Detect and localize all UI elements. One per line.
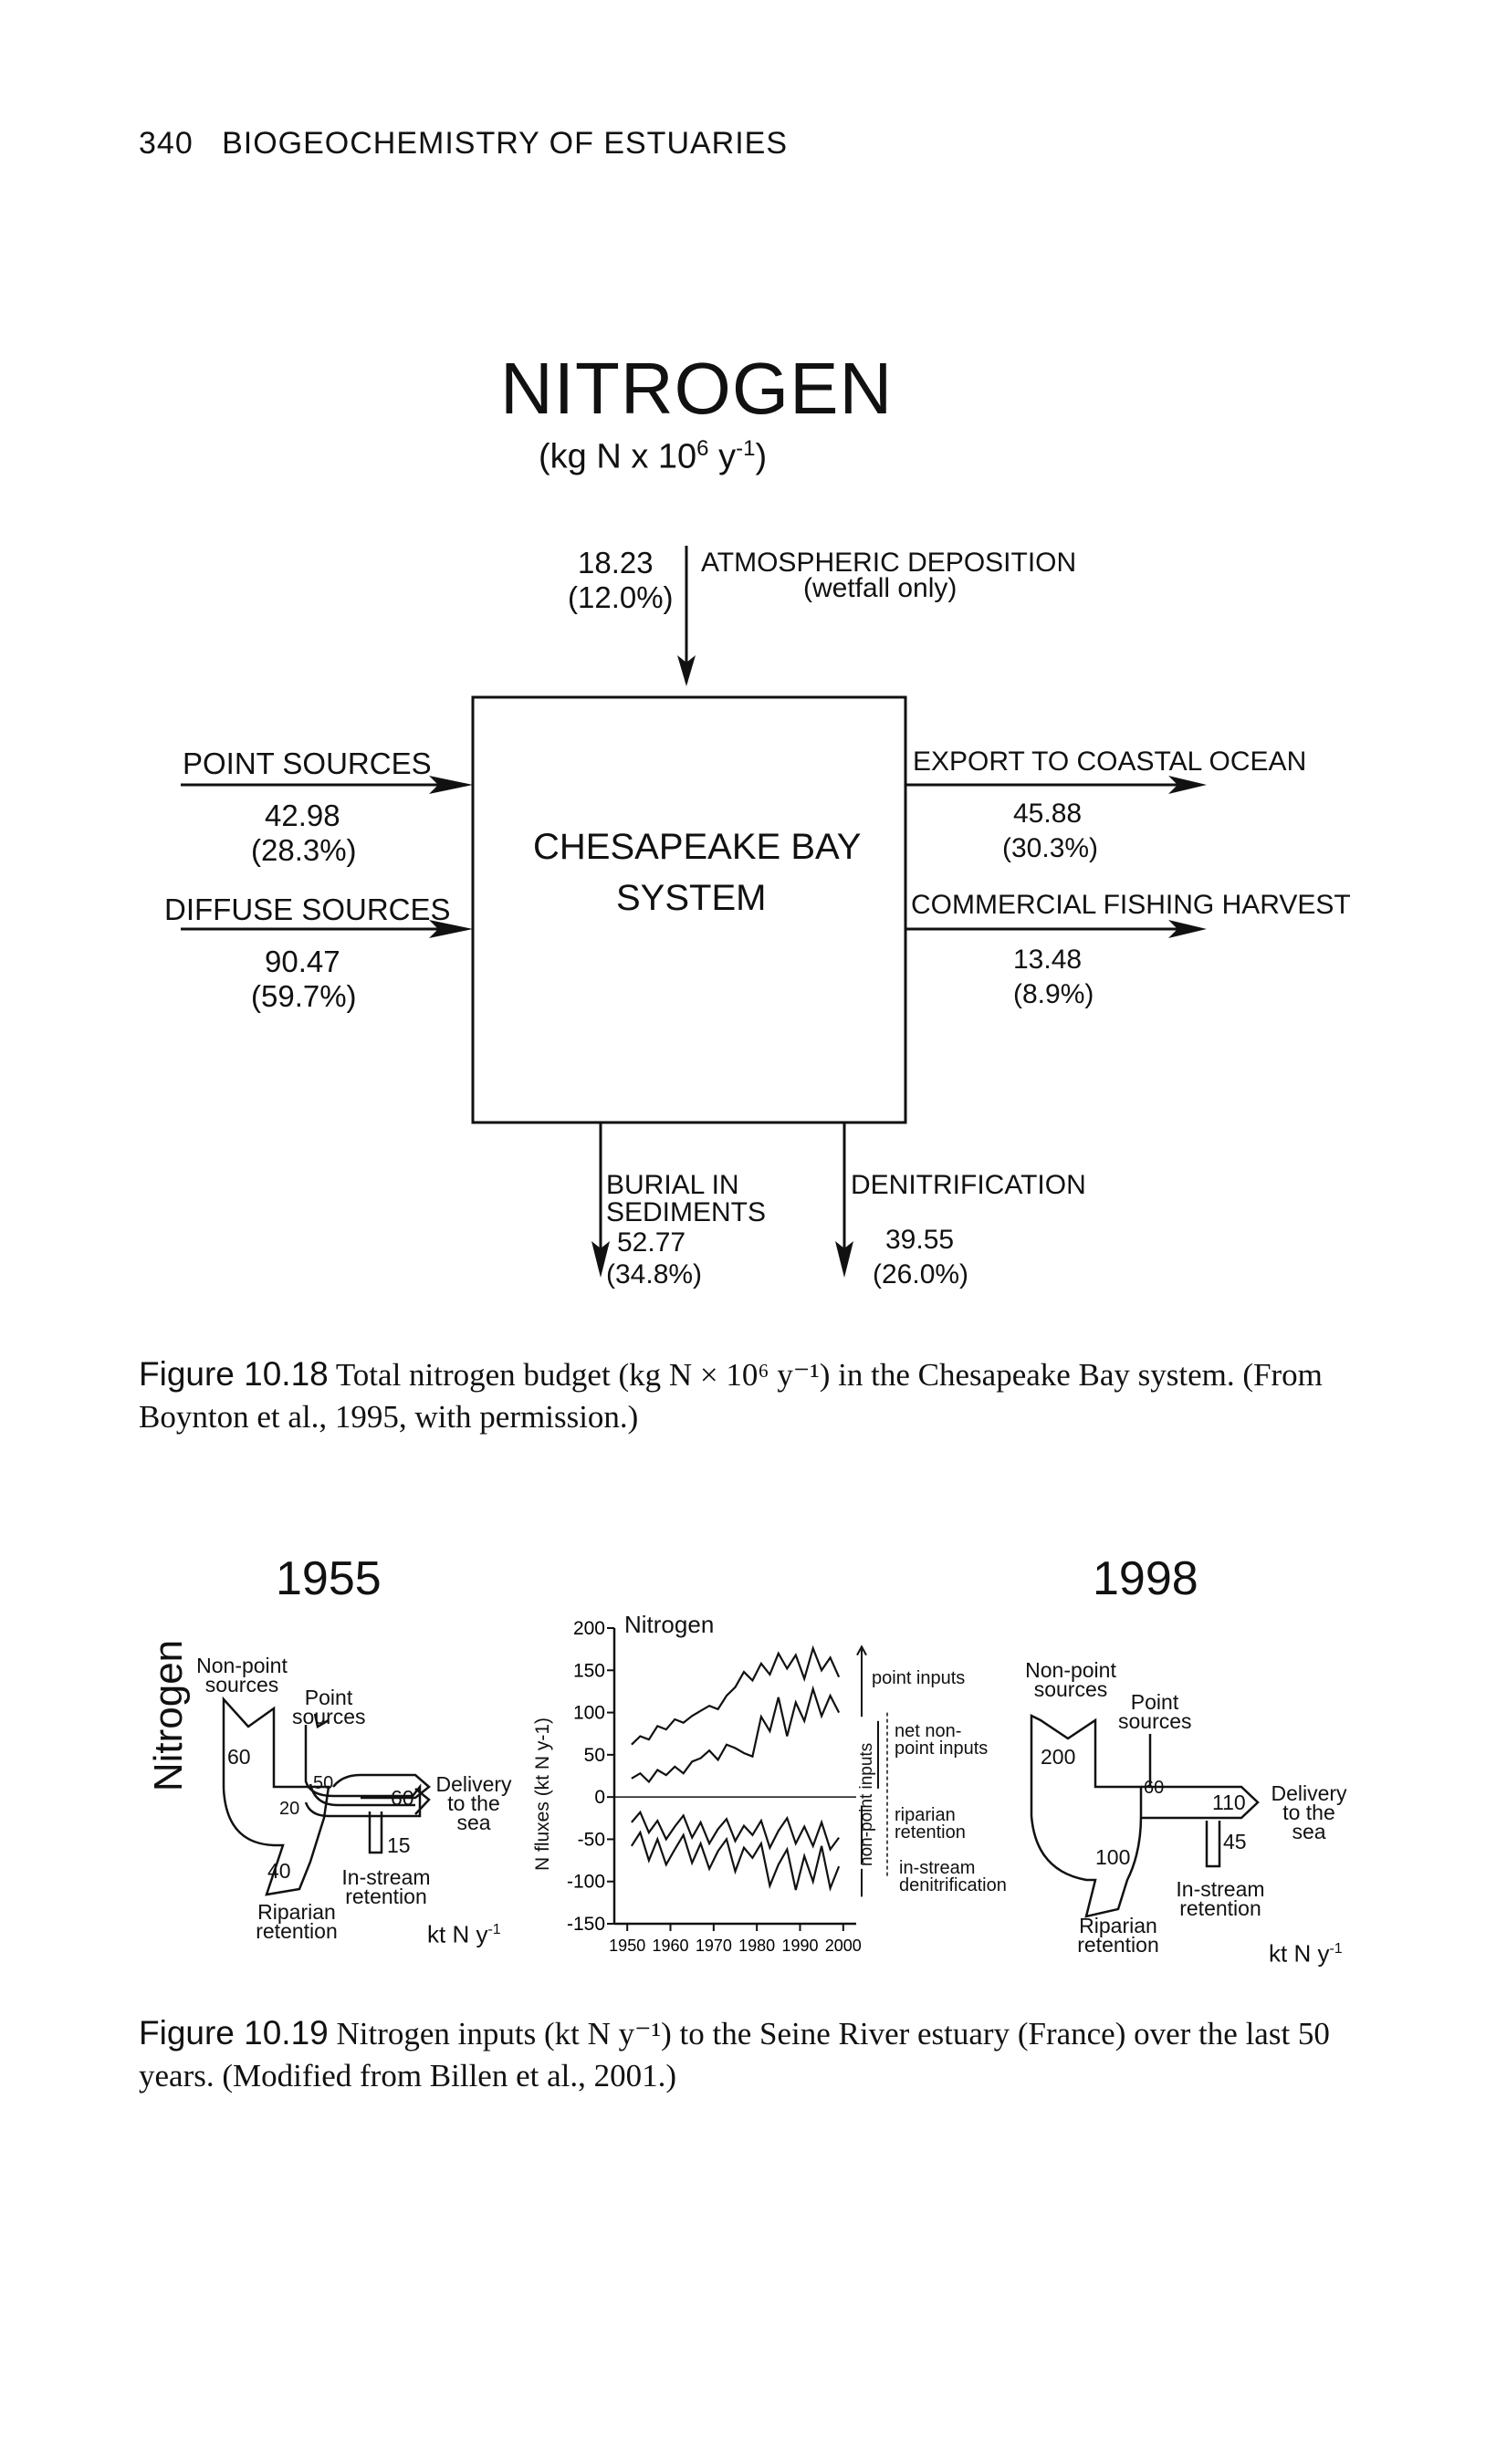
left-v50: 50: [313, 1773, 334, 1793]
denit-pct: (26.0%): [873, 1259, 969, 1289]
left-nonpoint-label: Non-point sources: [196, 1654, 288, 1697]
chart-title: Nitrogen: [624, 1611, 715, 1638]
year-1998: 1998: [1093, 1552, 1198, 1605]
caption-10-19-label: Figure 10.19: [139, 2014, 329, 2052]
atm-label: ATMOSPHERIC DEPOSITION: [701, 548, 1077, 578]
denit-label: DENITRIFICATION: [851, 1170, 1086, 1200]
x-tick-label: 1970: [696, 1937, 732, 1955]
annot-riparian: riparian retention: [895, 1805, 966, 1843]
y-tick-label: -100: [567, 1872, 605, 1893]
box-line2: SYSTEM: [616, 878, 767, 918]
left-v40: 40: [267, 1859, 291, 1883]
y-tick-label: 150: [573, 1660, 605, 1681]
diffuse-label: DIFFUSE SOURCES: [164, 893, 451, 926]
y-tick-label: 0: [594, 1787, 605, 1808]
right-v100: 100: [1095, 1845, 1131, 1869]
annot-net-nonpoint: net non-point inputs: [895, 1721, 989, 1759]
fishing-pct: (8.9%): [1013, 979, 1094, 1009]
chart-ylabel: N fluxes (kt N y-1): [532, 1717, 553, 1871]
series-line-3: [631, 1810, 840, 1852]
diffuse-pct: (59.7%): [251, 979, 357, 1013]
caption-10-18: Figure 10.18 Total nitrogen budget (kg N…: [139, 1353, 1380, 1438]
x-tick-label: 1980: [738, 1937, 775, 1955]
atm-value: 18.23: [578, 546, 654, 579]
box-line1: CHESAPEAKE BAY: [533, 827, 862, 867]
caption-10-19-text: Nitrogen inputs (kt N y⁻¹) to the Seine …: [139, 2016, 1330, 2093]
year-1955: 1955: [276, 1552, 382, 1605]
annot-instream: in-stream denitrification: [899, 1858, 1007, 1895]
right-v110: 110: [1212, 1791, 1246, 1814]
right-delivery: Delivery to the sea: [1271, 1781, 1347, 1843]
right-nonpoint-label: Non-point sources: [1025, 1658, 1116, 1701]
burial-label-2: SEDIMENTS: [606, 1197, 767, 1227]
left-v60b: 60: [391, 1786, 414, 1810]
left-v60a: 60: [227, 1745, 251, 1769]
y-tick-label: 100: [573, 1703, 605, 1724]
system-box: [471, 695, 907, 1124]
series-line-4: [630, 1830, 841, 1892]
left-unit: kt N y-1: [427, 1920, 501, 1948]
left-v20: 20: [279, 1799, 300, 1819]
left-point-label: Point sources: [292, 1686, 366, 1728]
right-nonpoint-band: [1030, 1713, 1143, 1918]
series-line-2: [631, 1685, 841, 1784]
x-tick-label: 1990: [781, 1937, 818, 1955]
caption-10-19: Figure 10.19 Nitrogen inputs (kt N y⁻¹) …: [139, 2012, 1380, 2097]
x-tick-label: 1960: [652, 1937, 688, 1955]
caption-10-18-text: Total nitrogen budget (kg N × 10⁶ y⁻¹) i…: [139, 1357, 1323, 1435]
y-tick-label: -50: [578, 1829, 605, 1850]
left-v15: 15: [387, 1833, 411, 1857]
left-nonpoint-band: [222, 1696, 330, 1896]
diffuse-value: 90.47: [265, 945, 340, 978]
arrow-head-point: [856, 1644, 867, 1656]
x-tick-label: 1950: [609, 1937, 645, 1955]
running-title: BIOGEOCHEMISTRY OF ESTUARIES: [222, 126, 789, 161]
left-delivery-tube: [309, 1783, 415, 1807]
running-header: 340 BIOGEOCHEMISTRY OF ESTUARIES: [139, 126, 788, 162]
annot-point-inputs: point inputs: [872, 1668, 966, 1688]
right-delivery-tube: [1141, 1785, 1260, 1820]
fig1-units: (kg N x 106 y-1): [539, 436, 768, 476]
burial-pct: (34.8%): [606, 1259, 703, 1289]
page-number: 340: [139, 126, 194, 161]
export-value: 45.88: [1013, 799, 1083, 829]
y-tick-label: 50: [584, 1745, 605, 1766]
x-tick-label: 2000: [825, 1937, 862, 1955]
caption-10-18-label: Figure 10.18: [139, 1355, 329, 1393]
burial-label-1: BURIAL IN: [606, 1170, 739, 1200]
point-pct: (28.3%): [251, 833, 357, 867]
export-label: EXPORT TO COASTAL OCEAN: [913, 747, 1307, 777]
denit-value: 39.55: [885, 1225, 955, 1255]
left-instream: In-stream retention: [341, 1865, 431, 1908]
point-label: POINT SOURCES: [183, 747, 432, 780]
bracket-label: non-point inputs: [857, 1742, 876, 1866]
right-v60: 60: [1144, 1778, 1165, 1798]
right-v45: 45: [1223, 1830, 1247, 1853]
y-tick-label: 200: [573, 1618, 605, 1639]
y-tick-label: -150: [567, 1914, 605, 1935]
fishing-label: COMMERCIAL FISHING HARVEST: [911, 890, 1351, 920]
left-delivery: Delivery to the sea: [435, 1772, 512, 1834]
right-riparian: Riparian retention: [1077, 1914, 1159, 1957]
series-line-1: [631, 1644, 841, 1746]
right-point-label: Point sources: [1118, 1690, 1192, 1733]
export-pct: (30.3%): [1002, 833, 1099, 863]
burial-value: 52.77: [617, 1227, 686, 1258]
left-riparian: Riparian retention: [256, 1900, 338, 1943]
atm-pct: (12.0%): [568, 580, 674, 614]
right-v200: 200: [1041, 1745, 1076, 1769]
fig1-title: NITROGEN: [500, 348, 894, 429]
atm-sub: (wetfall only): [803, 573, 958, 603]
right-instream: In-stream retention: [1176, 1877, 1265, 1920]
right-unit: kt N y-1: [1269, 1939, 1343, 1968]
fishing-value: 13.48: [1013, 945, 1083, 975]
point-value: 42.98: [265, 799, 340, 832]
